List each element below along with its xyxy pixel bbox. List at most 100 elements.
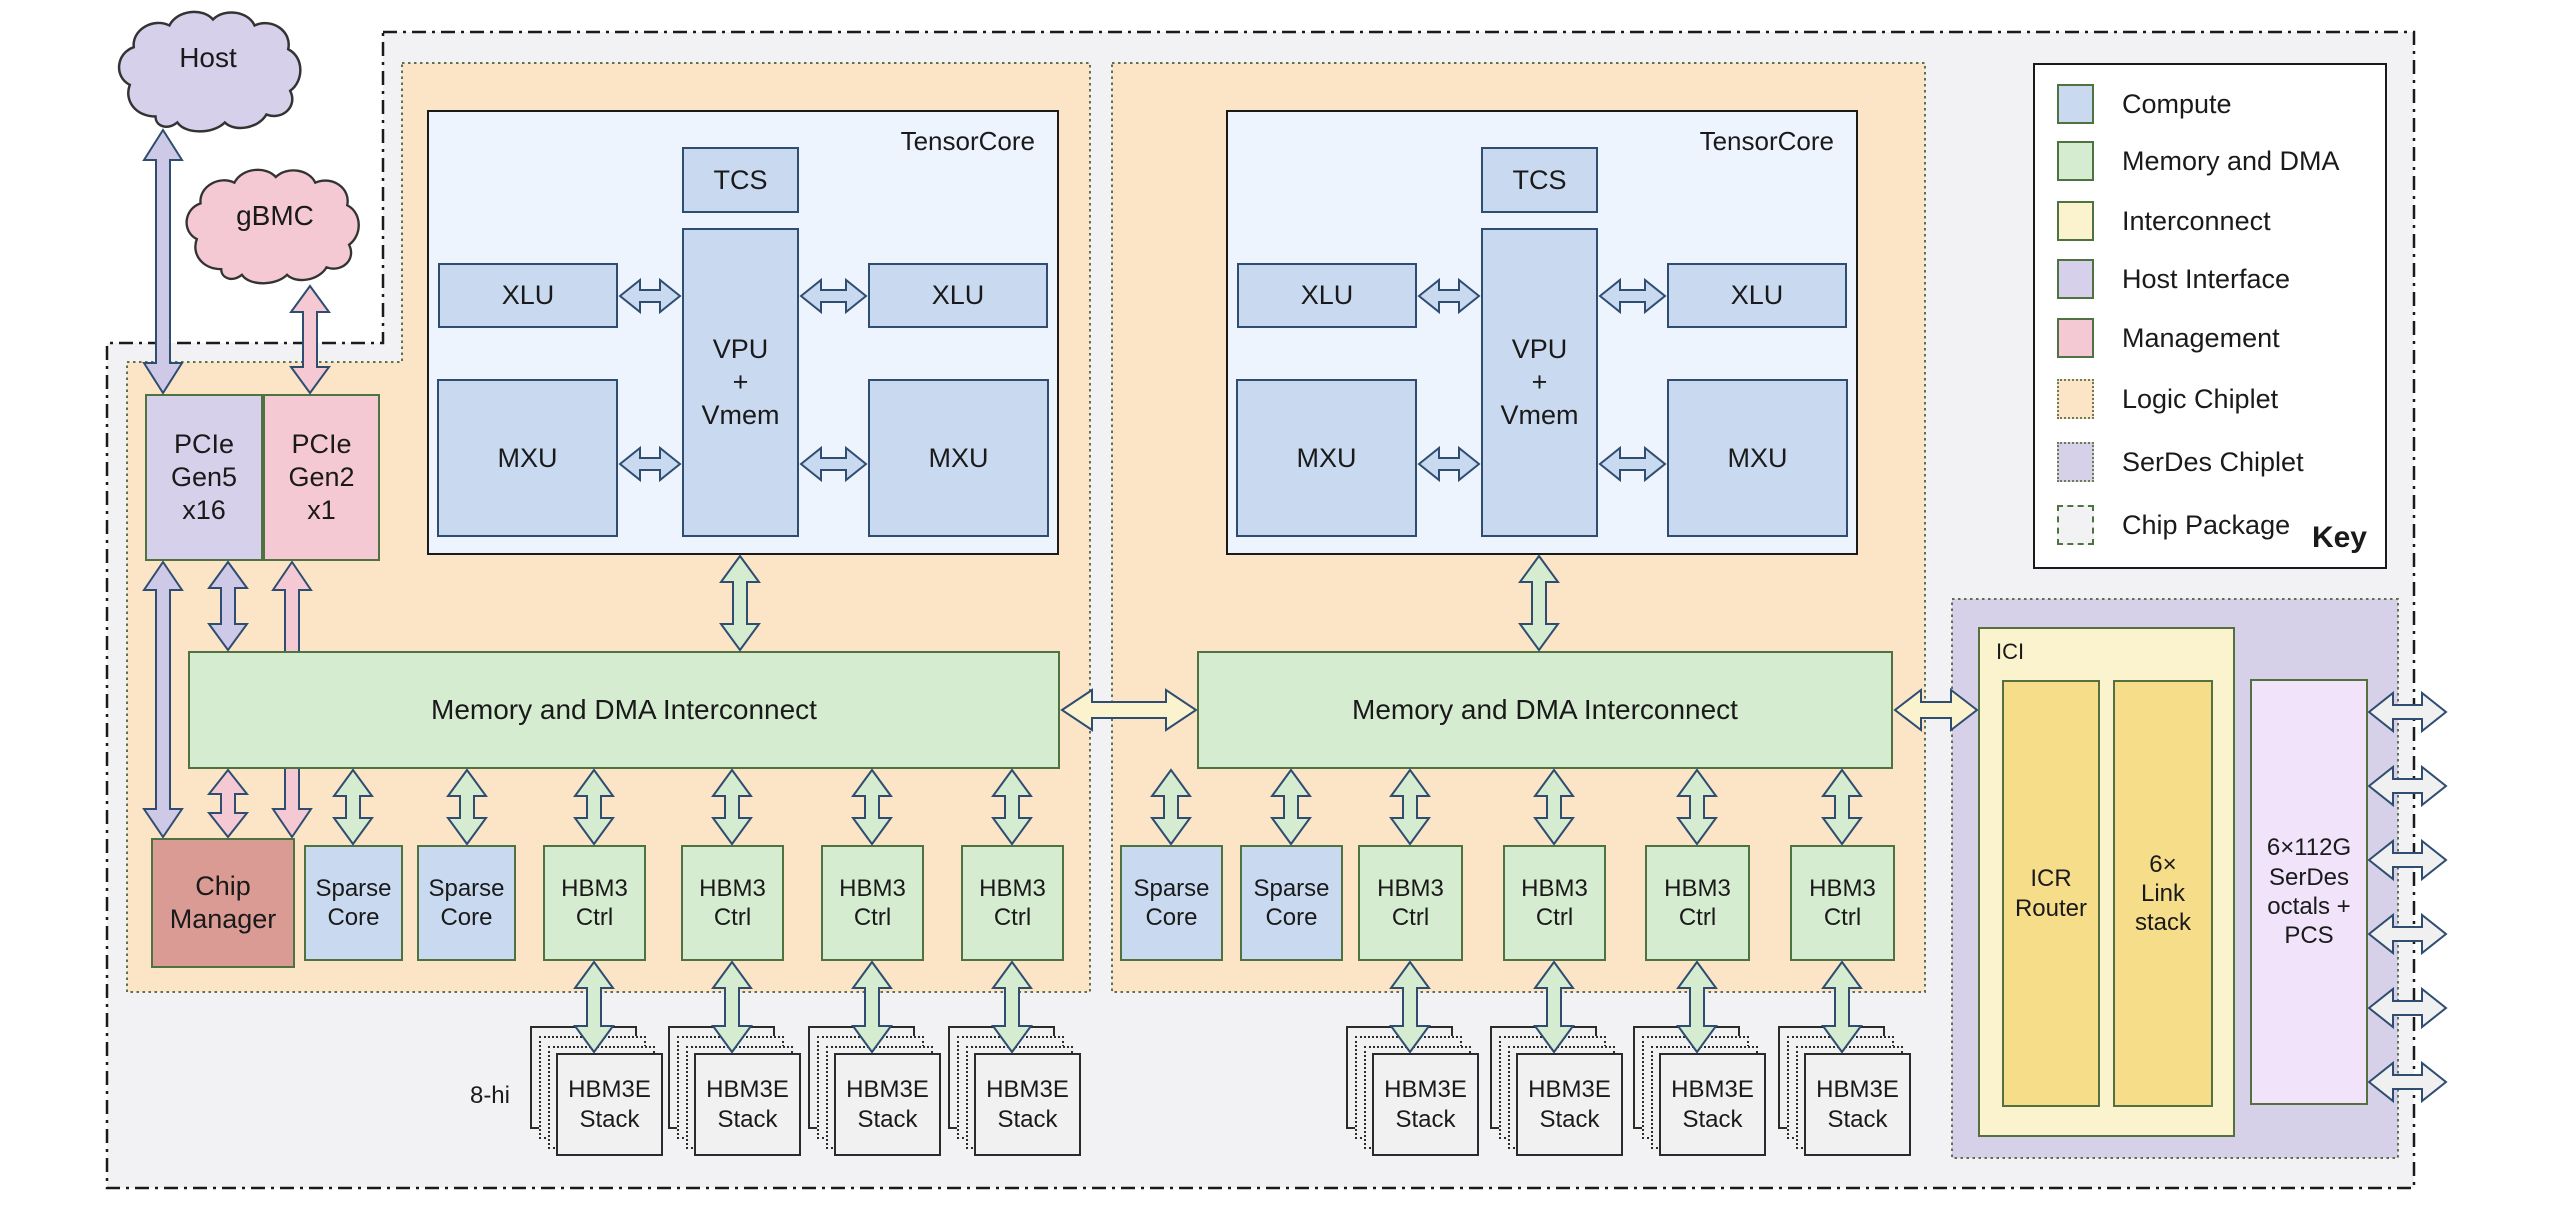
hbm3e-stack-front: HBM3E Stack (1372, 1053, 1479, 1156)
key-swatch (2057, 259, 2094, 299)
key-row-label: Management (2122, 322, 2280, 353)
arrow-bar2-hbm2 (1533, 768, 1575, 846)
arrow-bar2-sparse1 (1150, 768, 1192, 846)
hbm3e-stack-front: HBM3E Stack (1516, 1053, 1623, 1156)
hbm3e-stack-front: HBM3E Stack (834, 1053, 941, 1156)
hbm3e-stack-group: HBM3E Stack (1633, 1026, 1766, 1156)
mxu-2-left: MXU (1236, 379, 1417, 537)
key-row: Memory and DMA (2057, 141, 2340, 181)
arrow-bar2-sparse2 (1270, 768, 1312, 846)
key-swatch (2057, 84, 2094, 124)
arrow-hbm1d-stack (991, 960, 1033, 1054)
arrow-mxu1l-vpu (618, 445, 682, 483)
arrow-bar1-hbm3 (851, 768, 893, 846)
arrow-host-pcie5 (142, 128, 184, 395)
arrow-hbm1c-stack (851, 960, 893, 1054)
hbm3e-stack-group: HBM3E Stack (1778, 1026, 1911, 1156)
key-row-label: Compute (2122, 88, 2232, 119)
gbmc-cloud-label: gBMC (236, 200, 314, 231)
hbm3-ctrl-1c: HBM3 Ctrl (821, 845, 924, 961)
arrow-bar2-hbm4 (1821, 768, 1863, 846)
hbm3-ctrl-2b: HBM3 Ctrl (1503, 845, 1606, 961)
xlu-1-right: XLU (868, 263, 1048, 328)
link-stack: 6× Link stack (2113, 680, 2213, 1107)
arrow-bar2-ici (1893, 687, 1979, 733)
arrow-interconnect-chipmanager (206, 768, 250, 839)
arrow-serdes-link-3 (2367, 838, 2448, 882)
pcie-gen2-x1: PCIe Gen2 x1 (263, 394, 380, 561)
key-row: Host Interface (2057, 259, 2290, 299)
arrow-serdes-link-6 (2367, 1060, 2448, 1104)
key-legend: Key Compute Memory and DMA Interconnect … (2033, 63, 2387, 569)
arrow-bar1-hbm1 (573, 768, 615, 846)
key-row-label: SerDes Chiplet (2122, 446, 2304, 477)
hbm3-ctrl-2d: HBM3 Ctrl (1790, 845, 1895, 961)
arrow-hbm2a-stack (1389, 960, 1431, 1054)
arrow-hbm2b-stack (1533, 960, 1575, 1054)
arrow-xlu1r-vpu (799, 277, 868, 315)
key-title: Key (2311, 521, 2367, 554)
hbm3e-stack-group: HBM3E Stack (668, 1026, 801, 1156)
key-swatch (2057, 318, 2094, 358)
tensorcore-2-label: TensorCore (1699, 126, 1834, 156)
hbm3e-stack-group: HBM3E Stack (530, 1026, 663, 1156)
arrow-hbm2c-stack (1676, 960, 1718, 1054)
gbmc-cloud (185, 168, 360, 285)
key-swatch (2057, 505, 2094, 545)
hbm3e-stack-front: HBM3E Stack (1804, 1053, 1911, 1156)
key-row: Compute (2057, 84, 2232, 124)
key-swatch (2057, 379, 2094, 419)
arrow-xlu1l-vpu (618, 277, 682, 315)
key-row: Interconnect (2057, 201, 2271, 241)
memory-dma-interconnect-2: Memory and DMA Interconnect (1197, 651, 1893, 769)
tcs-2: TCS (1481, 147, 1598, 213)
key-row-label: Interconnect (2122, 205, 2271, 236)
hbm3-ctrl-1d: HBM3 Ctrl (961, 845, 1064, 961)
arrow-xlu2r-vpu (1598, 277, 1667, 315)
xlu-1-left: XLU (438, 263, 618, 328)
hbm3e-stack-group: HBM3E Stack (1346, 1026, 1479, 1156)
key-row: Logic Chiplet (2057, 379, 2278, 419)
hbm3e-stack-front: HBM3E Stack (974, 1053, 1081, 1156)
arrow-bar2-hbm3 (1676, 768, 1718, 846)
arrow-xlu2l-vpu (1417, 277, 1481, 315)
arrow-mxu2l-vpu (1417, 445, 1481, 483)
tcs-1: TCS (682, 147, 799, 213)
hbm3e-stack-group: HBM3E Stack (948, 1026, 1081, 1156)
memory-dma-interconnect-1: Memory and DMA Interconnect (188, 651, 1060, 769)
arrow-hbm2d-stack (1821, 960, 1863, 1054)
hbm3e-stack-group: HBM3E Stack (1490, 1026, 1623, 1156)
arrow-serdes-link-5 (2367, 986, 2448, 1030)
key-row-label: Memory and DMA (2122, 145, 2340, 176)
arrow-bar1-sparse2 (446, 768, 488, 846)
arrow-bar1-bar2 (1060, 688, 1198, 732)
arrow-bar2-hbm1 (1389, 768, 1431, 846)
arrow-bar1-sparse1 (332, 768, 374, 846)
serdes-octals-pcs: 6×112G SerDes octals + PCS (2250, 679, 2368, 1105)
hbm3-ctrl-2c: HBM3 Ctrl (1645, 845, 1750, 961)
arrow-tc1-interconnect (719, 554, 761, 652)
vpu-vmem-1: VPU + Vmem (682, 228, 799, 537)
mxu-1-left: MXU (437, 379, 618, 537)
arrow-mxu2r-vpu (1598, 445, 1667, 483)
pcie-gen5-x16: PCIe Gen5 x16 (145, 394, 263, 561)
chip-manager: Chip Manager (151, 838, 295, 968)
xlu-2-left: XLU (1237, 263, 1417, 328)
xlu-2-right: XLU (1667, 263, 1847, 328)
key-row-label: Chip Package (2122, 509, 2291, 540)
key-row-label: Logic Chiplet (2122, 383, 2279, 414)
key-row: SerDes Chiplet (2057, 442, 2304, 482)
hbm3e-stack-front: HBM3E Stack (556, 1053, 663, 1156)
arrow-hbm1a-stack (573, 960, 615, 1054)
hbm3-ctrl-1a: HBM3 Ctrl (543, 845, 646, 961)
key-swatch (2057, 442, 2094, 482)
ici-label: ICI (1996, 639, 2025, 664)
key-swatch (2057, 141, 2094, 181)
arrow-mxu1r-vpu (799, 445, 868, 483)
hbm-stack-height-note: 8-hi (469, 1082, 510, 1109)
hbm3-ctrl-1b: HBM3 Ctrl (681, 845, 784, 961)
arrow-pcie5-interconnect (207, 560, 249, 652)
host-cloud (117, 10, 302, 133)
hbm3e-stack-front: HBM3E Stack (694, 1053, 801, 1156)
